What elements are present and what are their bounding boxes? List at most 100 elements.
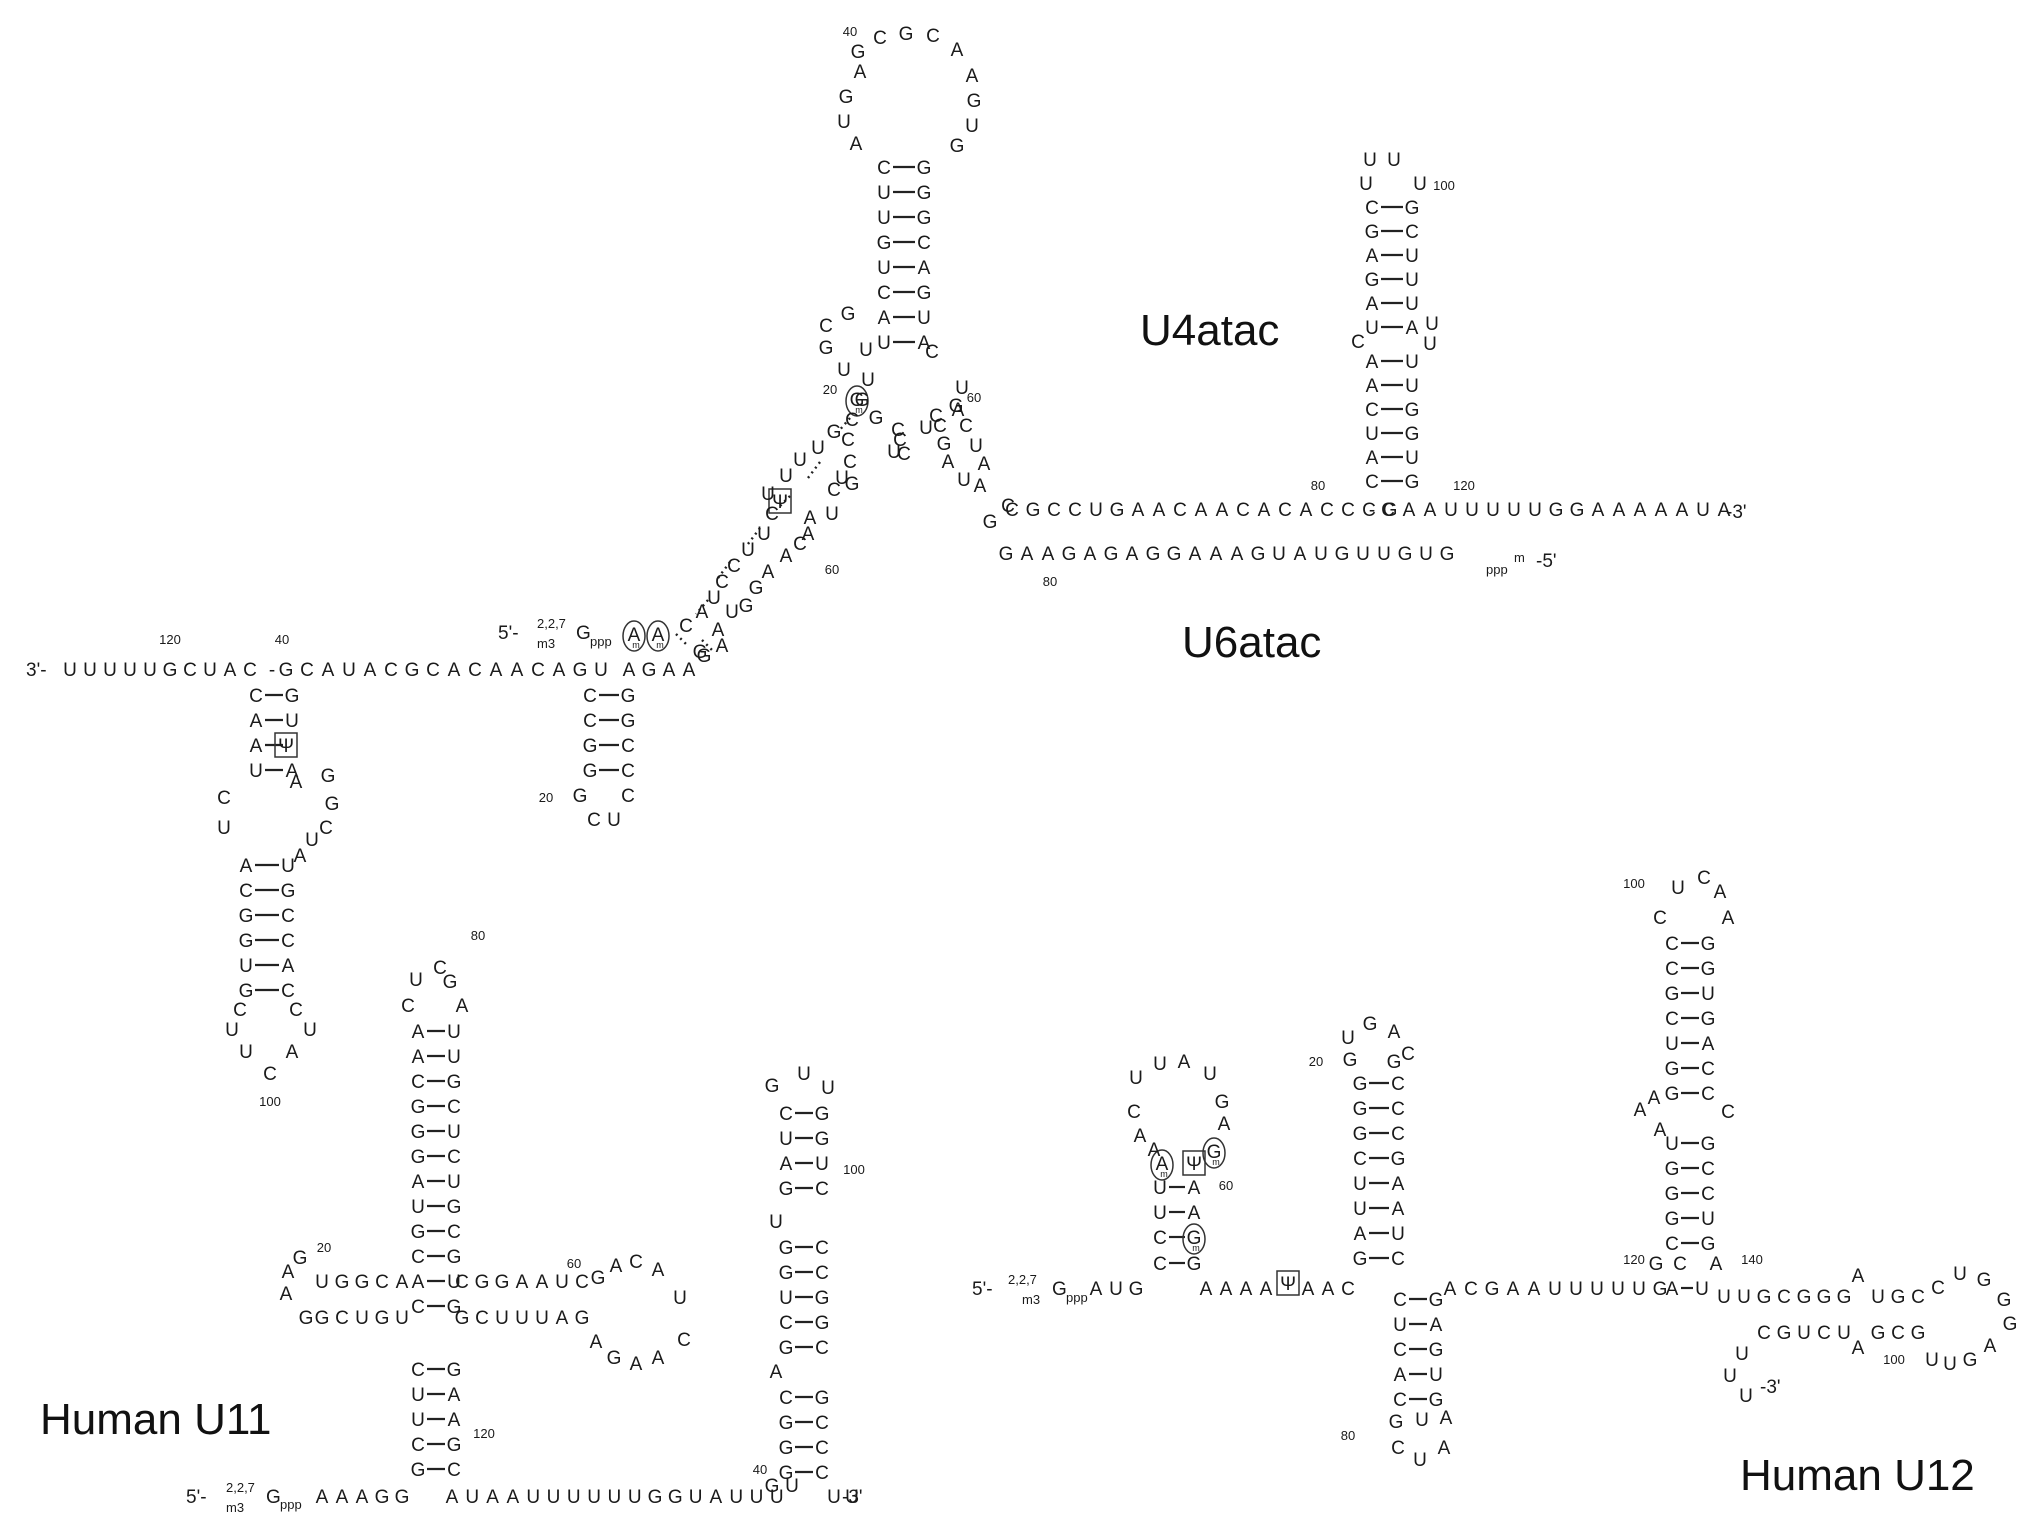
position-number: 80 [1043, 574, 1057, 589]
u11-tail: U [567, 1487, 581, 1508]
u12-lower-stem-5-nt: C [1393, 1340, 1407, 1361]
u4-mid-stem-5-nt: C [583, 711, 597, 732]
svg-text:2,2,7: 2,2,7 [226, 1480, 255, 1495]
u4-left-stem1-5-nt: A [250, 711, 263, 732]
svg-text:5'-: 5'- [498, 623, 519, 644]
u12-mid-loop: A [1388, 1022, 1401, 1043]
u12-tail: G [1485, 1279, 1500, 1300]
u12-lead: G [1129, 1279, 1144, 1300]
u4-left-stem1-3-nt: G [285, 686, 300, 707]
u4atac-3prime-end: 3'- [26, 660, 47, 681]
u11-lower-stem-3-nt: A [448, 1385, 461, 1406]
u12-3-arm-top: C [1777, 1287, 1791, 1308]
u12-tail: U [1590, 1279, 1604, 1300]
u4-left-stem1-3-nt: A [286, 761, 299, 782]
u12-right-stem1-5-nt: C [1665, 934, 1679, 955]
u11-top-loop: C [401, 996, 415, 1017]
u6-right-stem1-3-nt: A [1406, 318, 1419, 339]
u12-lower-loop: U [1413, 1450, 1427, 1471]
u12-mid-stem-3-nt: C [1391, 1124, 1405, 1145]
u11-right-arm: C [575, 1272, 589, 1293]
u12-right-stem1-3-nt: C [1701, 1059, 1715, 1080]
u12-3-loop: G [2003, 1314, 2018, 1335]
u6-3tail: A [1655, 500, 1668, 521]
svg-text:G: G [576, 623, 591, 644]
u12-left-loop: A [1134, 1126, 1147, 1147]
pseudouridine-symbol: Ψ [278, 736, 294, 757]
u4-3tail: G [163, 660, 178, 681]
u6-right-loop: U [1359, 174, 1373, 195]
u6-top-stem-nt: C [925, 342, 939, 363]
u6-3tail: A [1592, 500, 1605, 521]
human-u11-label: Human U11 [40, 1395, 272, 1444]
u12-3-arm-bottom: A [1852, 1338, 1865, 1359]
u4-left-stem2-3-nt: G [281, 881, 296, 902]
u6-right-stem1-5-nt: G [1365, 222, 1380, 243]
u12-junction-pair-5-nt: A [1666, 1279, 1679, 1300]
u6-right-stem1-5-nt: G [1365, 270, 1380, 291]
u12-lower-stem-3-nt: G [1429, 1390, 1444, 1411]
u4-bottom-loop: C [263, 1064, 277, 1085]
u4-bottom-loop: U [225, 1020, 239, 1041]
u12-mid-stem-5-nt: U [1353, 1199, 1367, 1220]
u11-hp-loop: U [797, 1064, 811, 1085]
methylated-nucleotide: G [1207, 1142, 1222, 1163]
u6-right-stem1-3-nt: C [1405, 222, 1419, 243]
u12-tail: A [1528, 1279, 1541, 1300]
u12-left-loop: U [1129, 1068, 1143, 1089]
methyl-g-u6 [845, 385, 869, 417]
u6-right-stem2-3-nt: U [1405, 448, 1419, 469]
u4-bulge: G [983, 512, 998, 533]
u6-top-stem-5-nt: C [877, 283, 891, 304]
u6-u4-diag: U [859, 340, 873, 361]
u6-u4-diag: U [779, 466, 793, 487]
u6-u4-diag: C [819, 316, 833, 337]
u11-stem-5-nt: A [412, 1047, 425, 1068]
u4-tail: A [1084, 544, 1097, 565]
u12-3-loop: U [1943, 1354, 1957, 1375]
u4-mid: A [322, 660, 335, 681]
u6-tail: A [1258, 500, 1271, 521]
u11-stem-5-nt: A [412, 1172, 425, 1193]
u6-u4-diag: U [725, 602, 739, 623]
u11-tail: U [608, 1487, 622, 1508]
position-number: 80 [1311, 478, 1325, 493]
position-number: 120 [1623, 1252, 1645, 1267]
u11-right-loop: A [652, 1260, 665, 1281]
u12-right-stem1-5-nt: U [1665, 1034, 1679, 1055]
u11-lower-stem-5-nt: G [411, 1460, 426, 1481]
u11-stem-3-nt: G [447, 1072, 462, 1093]
u12-3-arm-bottom: U [1797, 1323, 1811, 1344]
u11-hp-stem3-3-nt: G [815, 1388, 830, 1409]
methyl-mark: m [855, 405, 863, 415]
u6-top-loop: G [950, 136, 965, 157]
u6-u4-diag: A [716, 636, 729, 657]
position-number: 60 [567, 1256, 581, 1271]
u6-right-stem2-5-nt: C [1365, 400, 1379, 421]
u11-right-arm: A [536, 1272, 549, 1293]
position-number: 60 [967, 390, 981, 405]
u6-top-stem-3-nt: A [918, 333, 931, 354]
u6-right-loop: U [1363, 150, 1377, 171]
u4-bulge: C [1001, 496, 1015, 517]
u4-mid: G [405, 660, 420, 681]
position-number: 100 [259, 1094, 281, 1109]
svg-text:m: m [1514, 550, 1525, 565]
u4-tail: A [1210, 544, 1223, 565]
u4-junction: A [663, 660, 676, 681]
u6atac-label: U6atac [1182, 618, 1321, 667]
u6-u4-diag: U [793, 450, 807, 471]
u4-left-loop: C [319, 818, 333, 839]
u4-mid-stem-5-nt: C [583, 686, 597, 707]
u6-u4-diag: U [811, 438, 825, 459]
position-number: 20 [823, 382, 837, 397]
u12-3-arm-bottom: G [1911, 1323, 1926, 1344]
pseudouridine-symbol: Ψ [1186, 1154, 1202, 1175]
bond-dash: - [269, 660, 275, 681]
position-number: 140 [1741, 1252, 1763, 1267]
u4-3tail: U [203, 660, 217, 681]
u4-left-stem1-3-nt: U [285, 711, 299, 732]
u6-top-stem-5-nt: U [877, 333, 891, 354]
u6-tail: C [1278, 500, 1292, 521]
